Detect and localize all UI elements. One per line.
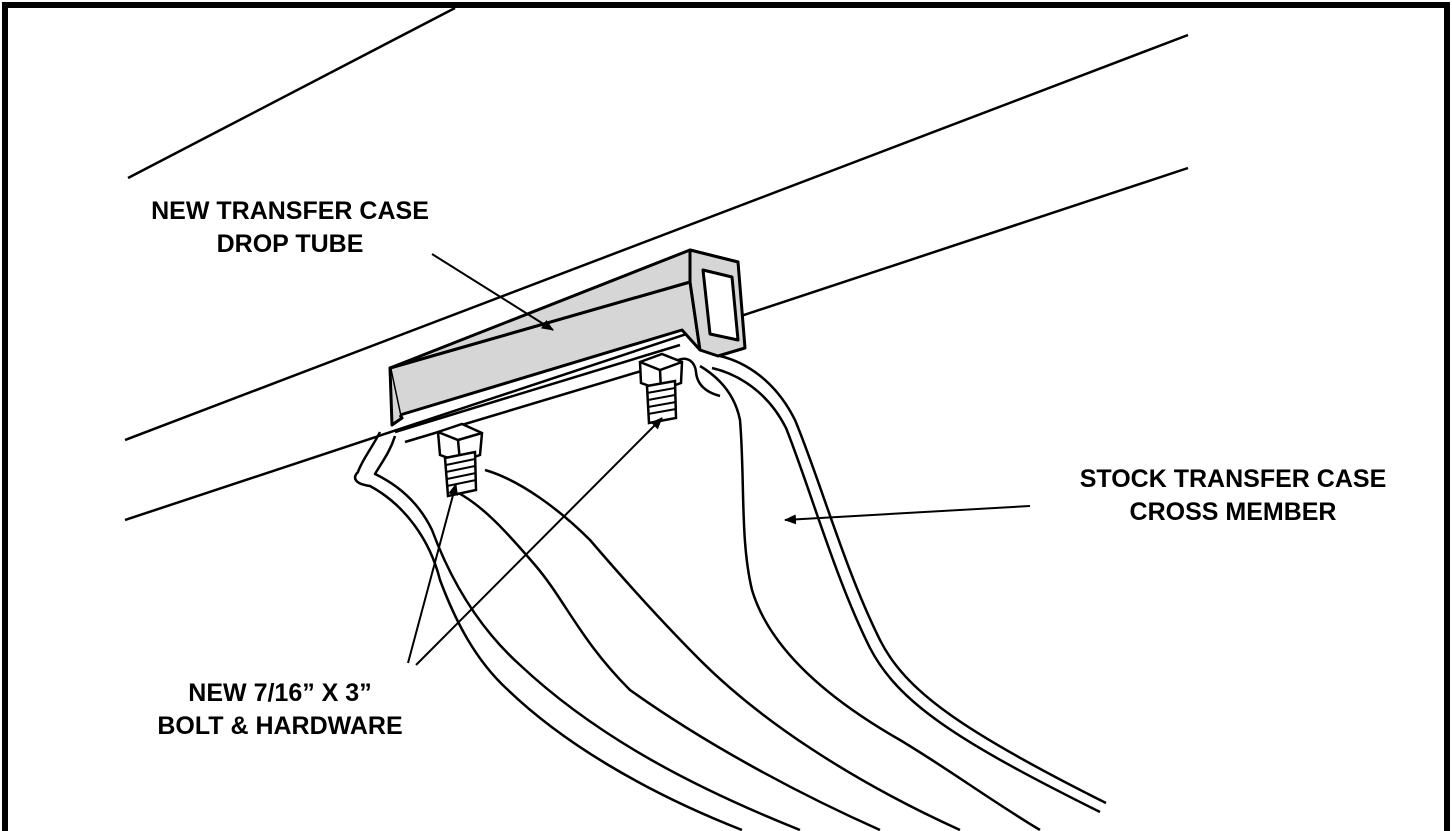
stock-cross-member <box>353 343 1107 831</box>
bolt-right <box>638 352 684 425</box>
cross-member-label-line2: CROSS MEMBER <box>1129 498 1337 526</box>
drop-tube <box>388 248 747 427</box>
leader-arrows <box>407 253 1031 666</box>
arrow-drop-tube <box>431 253 554 331</box>
cross-member-label-line1: STOCK TRANSFER CASE <box>1079 465 1387 493</box>
bolt-hardware-label: NEW 7/16” X 3” BOLT & HARDWARE <box>100 677 460 743</box>
bolt-left <box>436 422 484 498</box>
cross-member-label: STOCK TRANSFER CASE CROSS MEMBER <box>1018 463 1448 529</box>
drop-tube-end-opening <box>701 268 740 342</box>
drop-tube-bottom-lip <box>388 367 404 427</box>
frame-rail-lower-top <box>124 33 1189 442</box>
drop-tube-label-line1: NEW TRANSFER CASE <box>151 197 429 225</box>
frame-rail-upper <box>127 6 456 180</box>
frame-rails <box>124 6 1189 522</box>
drop-tube-label-line2: DROP TUBE <box>216 230 364 258</box>
arrow-cross-member <box>784 505 1031 525</box>
arrow-bolt-right <box>415 417 663 666</box>
frame-rail-lower-bottom <box>124 166 1189 522</box>
bolt-hardware-label-line2: BOLT & HARDWARE <box>157 712 403 740</box>
arrow-bolt-left <box>407 483 458 664</box>
bolt-hardware-label-line1: NEW 7/16” X 3” <box>188 679 372 707</box>
drop-tube-label: NEW TRANSFER CASE DROP TUBE <box>70 195 510 261</box>
